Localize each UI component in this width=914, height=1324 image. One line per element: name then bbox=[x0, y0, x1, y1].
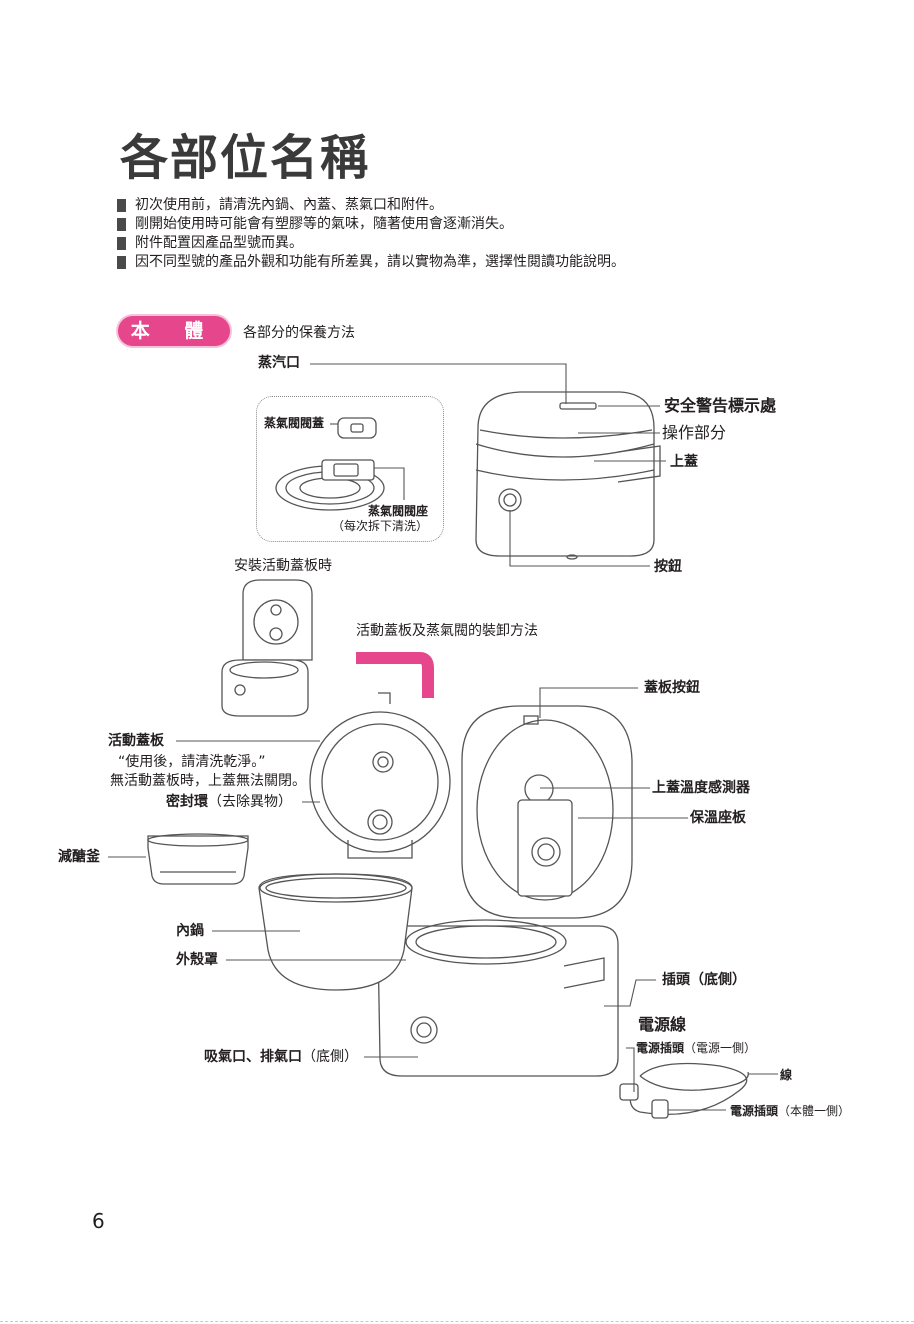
label-plug-socket: 插頭（底側） bbox=[662, 971, 746, 989]
label-steam-port: 蒸汽口 bbox=[258, 354, 300, 372]
label-inner-lid: 活動蓋板 bbox=[108, 732, 164, 750]
label-inner-pot: 內鍋 bbox=[176, 922, 204, 940]
label-inner-lid-note-1: “使用後，請清洗乾淨。” bbox=[118, 753, 266, 771]
sugar-pot-drawing bbox=[148, 834, 248, 884]
label-safety: 安全警告標示處 bbox=[664, 397, 776, 415]
label-seal-ring: 密封環（去除異物） bbox=[166, 793, 292, 811]
label-valve-seat-note: （每次拆下清洗） bbox=[332, 517, 428, 535]
label-plate-method: 活動蓋板及蒸氣閥的裝卸方法 bbox=[356, 622, 538, 640]
label-heat-plate: 保溫座板 bbox=[690, 809, 746, 827]
label-outer-shell: 外殼罩 bbox=[176, 951, 218, 969]
label-lid-temp-sensor: 上蓋溫度感測器 bbox=[652, 779, 750, 797]
label-power-cord: 電源線 bbox=[638, 1016, 686, 1034]
page-number: 6 bbox=[92, 1209, 105, 1233]
inner-pot-drawing bbox=[259, 874, 412, 990]
closed-cooker-drawing bbox=[476, 392, 660, 559]
valve-cap-drawing bbox=[338, 418, 376, 438]
label-plug-body: 電源插頭（本體一側） bbox=[730, 1102, 850, 1120]
label-lid-button: 蓋板按鈕 bbox=[644, 679, 700, 697]
label-install-plate: 安裝活動蓋板時 bbox=[234, 557, 332, 575]
label-sugar-pot: 減醣釜 bbox=[58, 848, 100, 866]
label-top-lid: 上蓋 bbox=[670, 453, 698, 471]
small-open-cooker-drawing bbox=[222, 580, 312, 716]
footer-divider bbox=[0, 1321, 914, 1322]
label-valve-cap: 蒸氣閥閥蓋 bbox=[264, 414, 324, 432]
label-inner-lid-note-2: 無活動蓋板時，上蓋無法關閉。 bbox=[110, 772, 306, 790]
label-cord: 線 bbox=[780, 1066, 792, 1084]
inner-lid-drawing bbox=[310, 693, 450, 858]
label-plug-power: 電源插頭（電源一側） bbox=[636, 1039, 756, 1057]
label-control-panel: 操作部分 bbox=[662, 424, 726, 442]
label-vents: 吸氣口、排氣口（底側） bbox=[204, 1048, 358, 1066]
label-button: 按鈕 bbox=[654, 558, 682, 576]
direction-arrow-icon bbox=[356, 658, 428, 698]
